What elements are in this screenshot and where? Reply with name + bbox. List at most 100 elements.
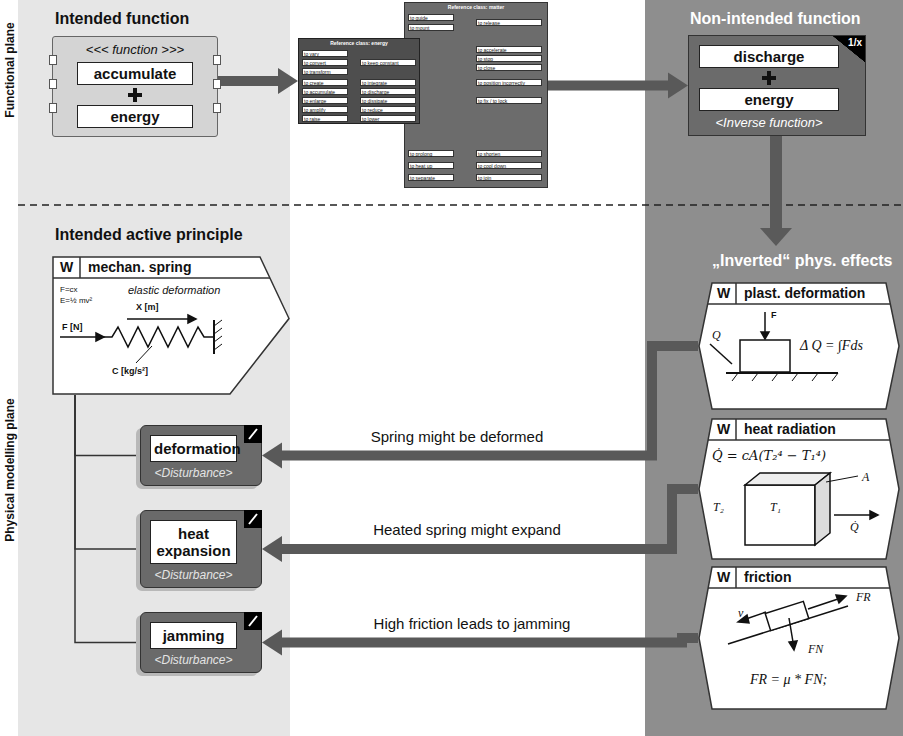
spring-figure	[188, 315, 196, 323]
plastic-deformation-figure	[710, 344, 732, 364]
effect-hexagon: Wplast. deformation	[698, 282, 900, 410]
heat-radiation-figure	[745, 485, 815, 545]
down-arrow	[760, 130, 792, 246]
port-tab	[213, 103, 221, 113]
function-item: to integrate	[360, 79, 416, 86]
edit-tag	[244, 510, 262, 528]
section-heading: Non-intended function	[690, 10, 861, 28]
formula-label: F	[771, 310, 777, 320]
disturbance-box: heat expansion<Disturbance>	[140, 510, 262, 588]
formula-label: A	[862, 470, 869, 485]
plastic-deformation-figure	[764, 312, 766, 332]
plus-symbol	[762, 71, 776, 85]
spring-figure	[136, 346, 152, 363]
hexagon-outline	[52, 256, 290, 395]
function-item: to create	[302, 79, 348, 86]
friction-figure	[698, 566, 900, 710]
heat-radiation-figure	[826, 476, 858, 482]
hexagon-outline	[735, 283, 737, 304]
node-text: heat radiation	[744, 419, 836, 439]
plus-symbol	[128, 88, 142, 102]
node-text: <Disturbance>	[150, 564, 237, 587]
friction-figure	[789, 618, 793, 642]
function-item: to mount	[408, 24, 454, 31]
function-item: to position incorrectly	[476, 79, 542, 86]
block-arrow	[278, 68, 298, 94]
function-item: to heat up	[408, 162, 454, 169]
node-text: <Disturbance>	[150, 462, 237, 485]
spring-figure	[52, 256, 290, 395]
node-text: friction	[744, 567, 791, 587]
block-arrow	[218, 68, 298, 94]
formula-label: FR = μ * FN;	[750, 672, 827, 688]
spring-figure	[214, 320, 222, 350]
tree-line	[75, 395, 140, 549]
function-part-box: discharge	[699, 45, 839, 68]
active-principle-hexagon: Wmechan. spring	[52, 256, 290, 395]
function-item: to keep constant	[360, 59, 416, 66]
block-arrow	[668, 73, 688, 99]
block-arrow	[262, 630, 698, 656]
function-item: to raise	[302, 115, 348, 122]
port-tab	[213, 79, 221, 89]
formula-label: Q	[712, 328, 721, 343]
block-arrow	[218, 76, 279, 86]
hexagon-outline	[699, 419, 899, 559]
down-arrow	[770, 130, 782, 228]
node-text: heat expansion	[150, 520, 237, 564]
function-part-box: accumulate	[77, 62, 193, 85]
hexagon-outline	[699, 567, 899, 709]
block-arrow	[262, 630, 282, 656]
edit-tag	[244, 425, 262, 443]
friction-figure	[836, 595, 846, 603]
plastic-deformation-figure	[732, 373, 838, 381]
node-text: plast. deformation	[744, 283, 865, 303]
hexagon-outline	[53, 257, 289, 394]
tree-line	[75, 395, 140, 549]
heat-radiation-figure	[815, 473, 830, 545]
disturbance-box: deformation<Disturbance>	[140, 425, 262, 486]
friction-figure	[808, 599, 838, 609]
inverse-function-box: 1/xdischargeenergy<Inverse function>	[688, 35, 866, 136]
plane-label: Physical modelling plane	[3, 398, 17, 541]
plastic-deformation-figure	[698, 282, 900, 410]
edit-tag	[244, 612, 262, 630]
function-item: to accumulate	[302, 88, 348, 95]
function-item: to discharge	[360, 88, 416, 95]
edit-tag	[244, 612, 262, 630]
tree-line	[75, 395, 140, 456]
block-arrow	[262, 489, 698, 562]
heat-radiation-figure	[870, 511, 878, 519]
formula-label: elastic deformation	[128, 284, 220, 296]
function-item: to close	[476, 64, 542, 71]
node-text: Reference class: matter	[405, 3, 547, 10]
function-part-box: energy	[699, 88, 839, 111]
section-heading: „Inverted“ phys. effects	[712, 252, 893, 270]
plus-symbol	[128, 93, 142, 97]
function-item: to release	[476, 19, 542, 26]
heat-radiation-figure	[834, 514, 870, 516]
block-arrow	[262, 536, 282, 562]
formula-label: Q̇ = cA(T₂⁴ − T₁⁴)	[712, 448, 826, 463]
function-item: to guide	[408, 14, 454, 21]
node-slot: accumulateenergy	[77, 62, 193, 128]
plus-symbol	[762, 76, 776, 80]
formula-label: E=½ mv²	[60, 296, 92, 305]
spring-figure	[60, 336, 96, 338]
heat-radiation-figure	[698, 418, 900, 560]
function-item: to shorten	[476, 150, 542, 157]
plastic-deformation-figure	[761, 332, 769, 339]
formula-label: F=cx	[60, 285, 78, 294]
effect-hexagon: Wheat radiation	[698, 418, 900, 560]
hexagon-outline	[698, 282, 900, 410]
formula-label: T₂	[713, 500, 724, 515]
edit-tag	[244, 510, 262, 528]
function-item: to convert	[302, 59, 348, 66]
edge-label: Spring might be deformed	[368, 428, 547, 445]
function-item: to join	[476, 174, 542, 181]
formula-label: Q̇	[850, 520, 859, 535]
function-item: to fix / to lock	[476, 97, 542, 104]
node-slot: discharge energy	[699, 45, 839, 111]
block-arrow	[262, 346, 698, 469]
